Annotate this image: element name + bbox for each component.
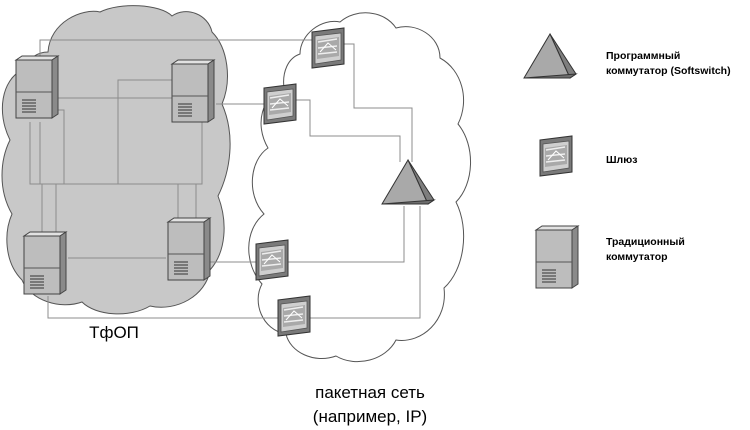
pstn-switch-top-left [15,55,59,119]
pstn-switch-bottom-left [23,231,67,295]
switch-tower-icon [535,225,579,289]
gateway-3 [255,239,289,281]
triangle-prism-icon [523,33,577,83]
legend: Программный коммутатор (Softswitch) Шлюз… [523,33,731,289]
legend-softswitch-line2: коммутатор (Softswitch) [606,65,731,77]
pstn-label: ТфОП [89,323,139,342]
gateway-4 [277,295,311,337]
gateway-2 [263,83,297,125]
pstn-switch-top-right [171,59,215,123]
gateway-box-icon [539,135,573,177]
packet-network-label-line2: (например, IP) [313,407,427,426]
legend-switch-line1: Традиционный [606,236,685,248]
packet-network-label-line1: пакетная сеть [315,383,425,402]
legend-softswitch-line1: Программный [606,50,680,62]
pstn-switch-bottom-right [167,217,211,281]
legend-switch-line2: коммутатор [606,251,668,263]
legend-gateway: Шлюз [606,154,637,166]
gateway-1 [311,27,345,69]
